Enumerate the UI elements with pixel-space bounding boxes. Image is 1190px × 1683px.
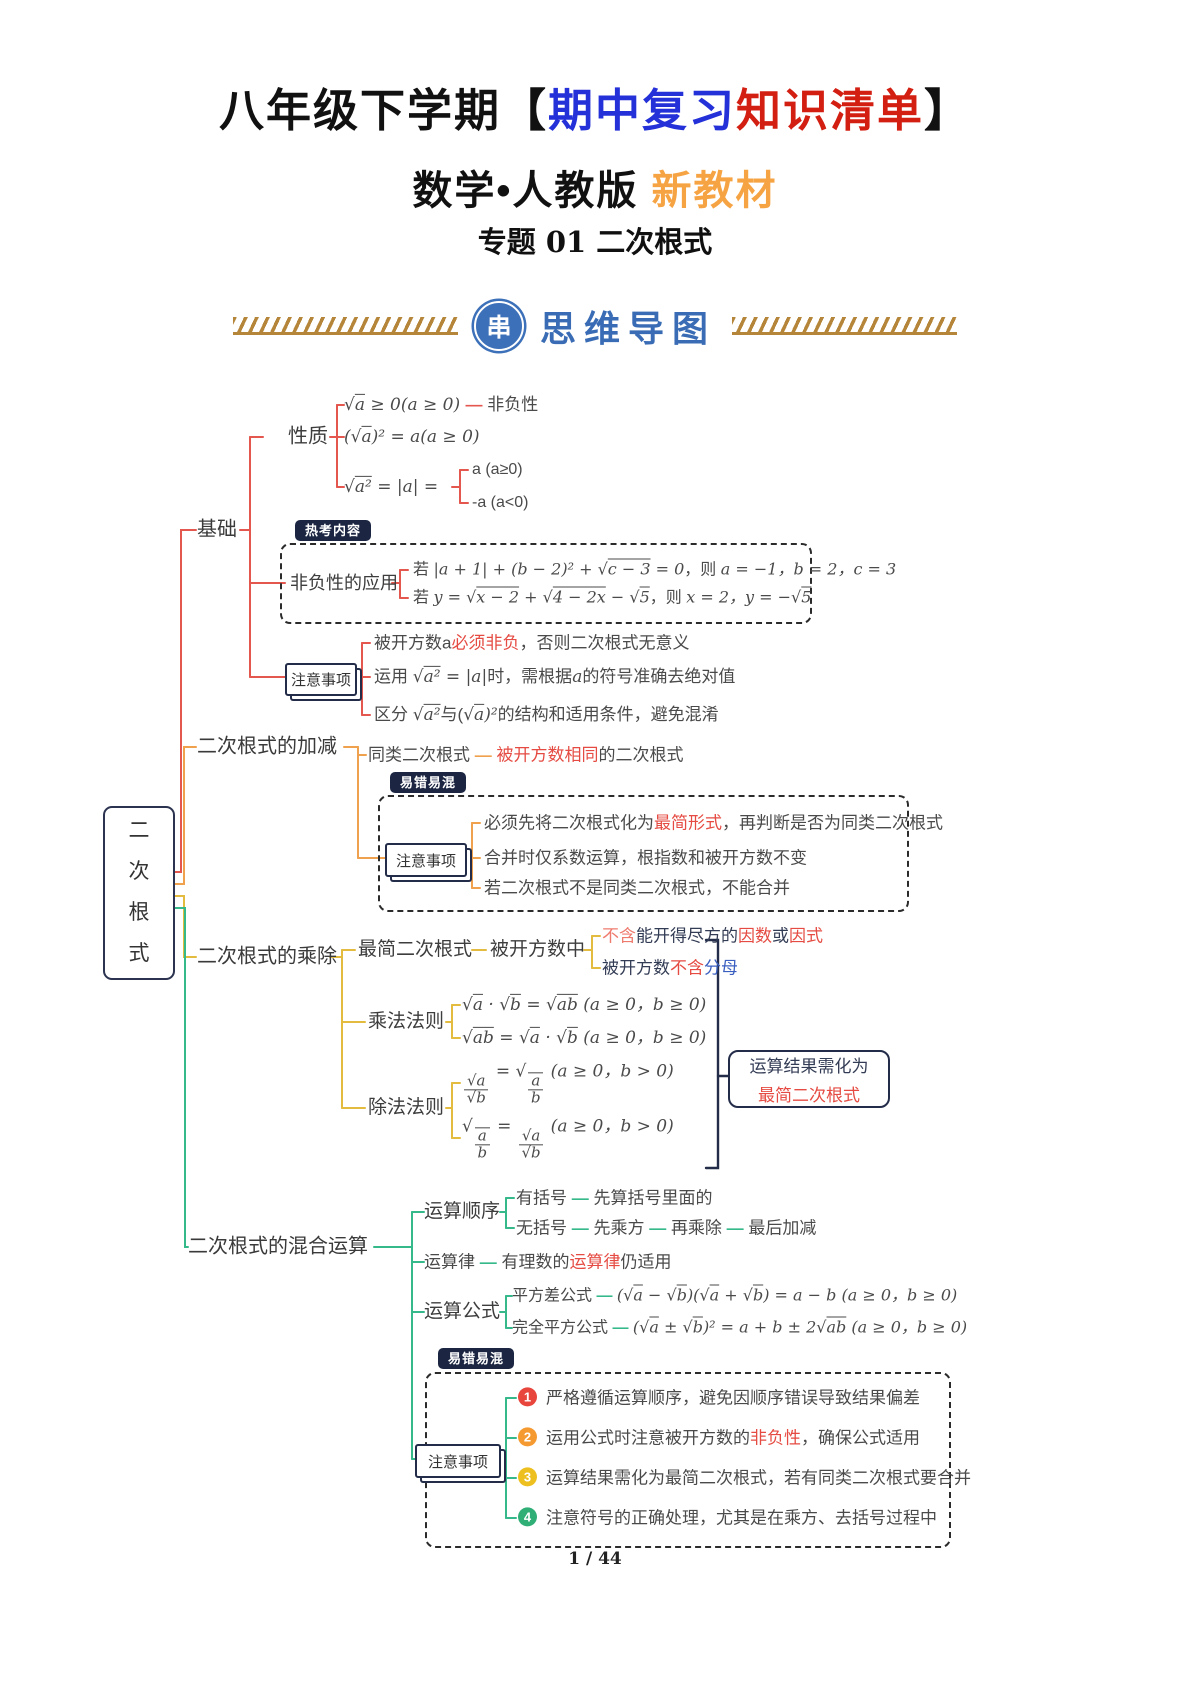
mindmap-banner: 串 思维导图 xyxy=(0,300,1190,352)
branch-muldiv-label: 二次根式的乘除 xyxy=(197,945,337,968)
addsub-notes-label: 注意事项 xyxy=(395,852,456,870)
mixed-confuse-badge: 易错易混 xyxy=(438,1348,515,1369)
addsub-notes-box: 注意事项 xyxy=(385,843,467,877)
basics-notes-label: 注意事项 xyxy=(290,672,351,689)
result-note-line2: 最简二次根式 xyxy=(758,1086,860,1105)
formula-nonneg-row: √a ≥ 0(a ≥ 0) — 非负性 xyxy=(344,394,539,415)
branch-mixed-label: 二次根式的混合运算 xyxy=(188,1235,368,1258)
nonneg-application-label: 非负性的应用 xyxy=(290,572,398,593)
order-row-1: 有括号 — 先算括号里面的 xyxy=(516,1188,713,1208)
footer-page-number: 1 / 44 xyxy=(568,1549,622,1569)
simplest-radical-label: 最简二次根式 xyxy=(358,939,473,961)
operation-order-label: 运算顺序 xyxy=(424,1201,501,1223)
division-rule-label: 除法法则 xyxy=(368,1097,445,1119)
radicand-rule-1: 不含能开得尽方的因数或因式 xyxy=(602,926,823,946)
square-diff-formula-row: 平方差公式 — (√a − √b)(√a + √b) = a − b (a ≥ … xyxy=(512,1285,958,1305)
nonneg-example-2: 若 y = √x − 2 + √4 − 2x − √5，则 x = 2，y = … xyxy=(413,587,812,607)
banner-hatch-left-icon xyxy=(232,317,458,335)
radicand-label: 被开方数中 xyxy=(490,939,586,961)
muldiv-branch-lines xyxy=(170,895,601,1139)
mixed-notes-box: 注意事项 xyxy=(415,1444,501,1478)
basics-notes-box: 注意事项 xyxy=(285,663,357,696)
page-title: 八年级下学期【期中复习知识清单】 xyxy=(218,85,972,136)
basics-note-3: 区分 √a²与(√a)²的结构和适用条件，避免混淆 xyxy=(374,704,719,725)
basics-note-2: 运用 √a² = |a|时，需根据a的符号准确去绝对值 xyxy=(374,666,736,687)
branch-addsub-label: 二次根式的加减 xyxy=(197,735,337,758)
addsub-confuse-box xyxy=(378,795,909,912)
nonneg-example-1: 若 |a + 1| + (b − 2)² + √c − 3 = 0，则 a = … xyxy=(413,559,897,579)
basics-branch-lines xyxy=(170,404,469,873)
addsub-note-3: 若二次根式不是同类二次根式，不能合并 xyxy=(484,878,790,898)
mul-formula-1: √a · √b = √ab (a ≥ 0，b ≥ 0) xyxy=(462,994,707,1015)
props-label: 性质 xyxy=(288,425,328,448)
operation-formula-label: 运算公式 xyxy=(424,1301,501,1323)
page-subtitle: 数学•人教版 新教材 xyxy=(412,169,778,213)
mixed-notes-label: 注意事项 xyxy=(427,1453,488,1471)
chuan-circle-icon: 串 xyxy=(473,301,524,351)
topic-title: 专题 01 二次根式 xyxy=(477,225,713,259)
result-bracket xyxy=(704,938,730,1170)
addsub-note-2: 合并时仅系数运算，根指数和被开方数不变 xyxy=(484,848,807,868)
basics-note-1: 被开方数a必须非负，否则二次根式无意义 xyxy=(374,633,690,653)
formula-square-row: (√a)² = a(a ≥ 0) xyxy=(344,426,480,447)
addsub-branch-lines xyxy=(170,746,481,889)
banner-label: 思维导图 xyxy=(539,308,716,349)
radicand-rule-2: 被开方数不含分母 xyxy=(602,958,738,978)
branch-basics-label: 基础 xyxy=(197,518,237,541)
multiplication-rule-label: 乘法法则 xyxy=(368,1011,445,1033)
result-note-box: 运算结果需化为 最简二次根式 xyxy=(728,1050,890,1108)
abs-case-positive: a (a≥0) xyxy=(472,461,523,478)
mul-formula-2: √ab = √a · √b (a ≥ 0，b ≥ 0) xyxy=(462,1027,707,1048)
formula-abs-row: √a² = |a| = xyxy=(344,476,439,497)
hot-content-box xyxy=(280,543,812,624)
addsub-note-1: 必须先将二次根式化为最简形式，再判断是否为同类二次根式 xyxy=(484,813,943,833)
addsub-confuse-badge: 易错易混 xyxy=(390,772,467,793)
order-row-2: 无括号 — 先乘方 — 再乘除 — 最后加减 xyxy=(516,1218,817,1238)
root-label: 二 次 根 式 xyxy=(128,819,150,965)
banner-hatch-right-icon xyxy=(732,317,957,335)
root-node: 二 次 根 式 xyxy=(103,806,175,980)
abs-case-negative: -a (a<0) xyxy=(472,494,529,511)
same-type-row: 同类二次根式 — 被开方数相同的二次根式 xyxy=(368,745,684,765)
hot-content-badge: 热考内容 xyxy=(295,520,372,541)
operation-law-row: 运算律 — 有理数的运算律仍适用 xyxy=(424,1252,672,1272)
result-note-line1: 运算结果需化为 xyxy=(749,1057,869,1076)
perfect-square-formula-row: 完全平方公式 — (√a ± √b)² = a + b ± 2√ab (a ≥ … xyxy=(512,1317,968,1337)
